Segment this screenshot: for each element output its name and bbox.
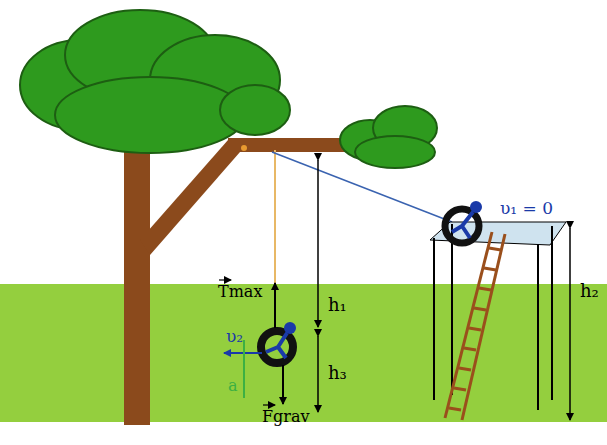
acceleration-label: a	[228, 378, 238, 394]
tire-top	[445, 201, 482, 243]
force-label: Tmax	[218, 284, 262, 300]
tree-branch	[228, 138, 346, 152]
velocity-label: υ₁ = 0	[500, 200, 553, 217]
vector-mark	[219, 279, 231, 280]
tree-branch	[140, 140, 240, 255]
ladder	[445, 232, 505, 420]
small-foliage	[340, 106, 437, 168]
pivot	[241, 145, 247, 151]
gravity-arrow	[282, 365, 284, 404]
tension-arrow	[274, 283, 276, 328]
velocity-label: υ₂	[226, 328, 243, 345]
rope-raised	[272, 152, 452, 222]
acceleration-arrow	[243, 340, 245, 398]
dimension-arrow	[318, 160, 570, 420]
tree-trunk	[124, 150, 150, 425]
platform	[430, 222, 566, 410]
force-label: Fgrav	[262, 409, 310, 425]
height-label: h₃	[328, 364, 347, 382]
tire-bottom	[261, 322, 296, 363]
vector-mark	[263, 404, 275, 405]
tree-foliage	[20, 10, 290, 153]
height-label: h₂	[580, 282, 599, 300]
rope	[274, 150, 276, 330]
height-label: h₁	[328, 296, 347, 314]
grass	[0, 284, 607, 422]
